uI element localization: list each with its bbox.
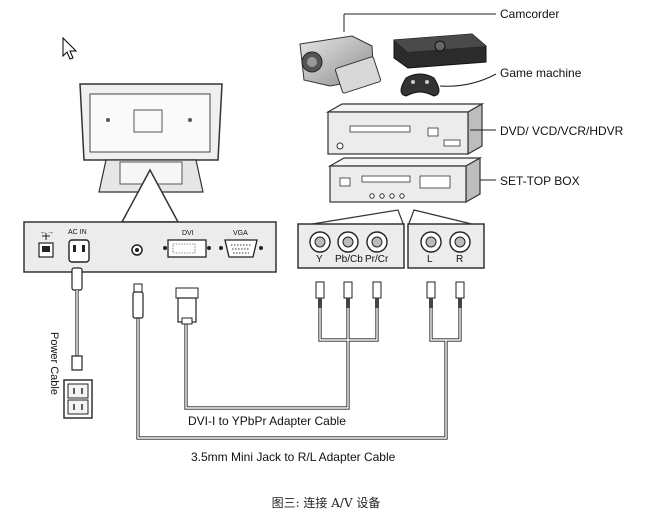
usb-icon xyxy=(42,233,50,240)
dvd-label: DVD/ VCD/VCR/HDVR xyxy=(500,124,624,138)
power-cable-label: Power Cable xyxy=(48,332,60,395)
dvi-label: DVI xyxy=(182,230,194,237)
dvi-plug xyxy=(175,287,199,325)
dvi-screw-right xyxy=(207,246,211,250)
usb-port-inner xyxy=(42,246,50,252)
jack-pr-label: Pr/Cr xyxy=(365,254,389,265)
vga-screw-left xyxy=(219,246,223,250)
rca-plug-r xyxy=(455,281,465,308)
dvd-player-icon xyxy=(325,102,485,156)
ac-pin-left xyxy=(73,245,76,252)
component-jack-panel xyxy=(297,223,405,269)
camcorder-icon xyxy=(299,35,382,94)
jack-l-label: L xyxy=(427,254,433,265)
rca-plugs xyxy=(315,281,465,308)
cursor-arrow-icon xyxy=(62,36,78,60)
set-top-box-icon xyxy=(327,156,483,204)
vga-pins xyxy=(231,244,251,254)
rca-plug-y xyxy=(315,281,325,308)
figure-caption: 图三: 连接 A/V 设备 xyxy=(271,496,381,510)
jack-pb-label: Pb/Cb xyxy=(335,254,363,265)
audio-jack-panel xyxy=(407,223,485,269)
game-leader xyxy=(439,73,497,87)
monitor-port-panel xyxy=(23,221,277,273)
game-machine-label: Game machine xyxy=(500,66,582,80)
game-controller-icon xyxy=(400,73,440,97)
usb-label: ←→ xyxy=(40,229,54,236)
vga-screw-right xyxy=(259,246,263,250)
ac-in-port xyxy=(68,239,90,263)
power-cable xyxy=(71,267,83,371)
rca-plug-l xyxy=(426,281,436,308)
jack-y-label: Y xyxy=(316,254,323,265)
audio-jack-center xyxy=(135,248,139,252)
dvi-pins xyxy=(172,243,196,254)
rca-plug-pb xyxy=(343,281,353,308)
rca-plug-pr xyxy=(372,281,382,308)
vga-label: VGA xyxy=(233,230,248,237)
mini-jack-plug xyxy=(132,283,144,319)
ac-pin-right xyxy=(82,245,85,252)
ac-in-label: AC IN xyxy=(68,229,87,236)
audio-cable-label: 3.5mm Mini Jack to R/L Adapter Cable xyxy=(191,450,396,464)
dvi-screw-left xyxy=(163,246,167,250)
camcorder-label: Camcorder xyxy=(500,7,560,21)
game-console-icon xyxy=(393,33,487,69)
settop-label: SET-TOP BOX xyxy=(500,174,580,188)
wall-outlet-icon xyxy=(63,379,93,419)
dvi-cable-label: DVI-I to YPbPr Adapter Cable xyxy=(188,414,346,428)
jack-r-label: R xyxy=(456,254,464,265)
dvi-port xyxy=(167,239,207,258)
